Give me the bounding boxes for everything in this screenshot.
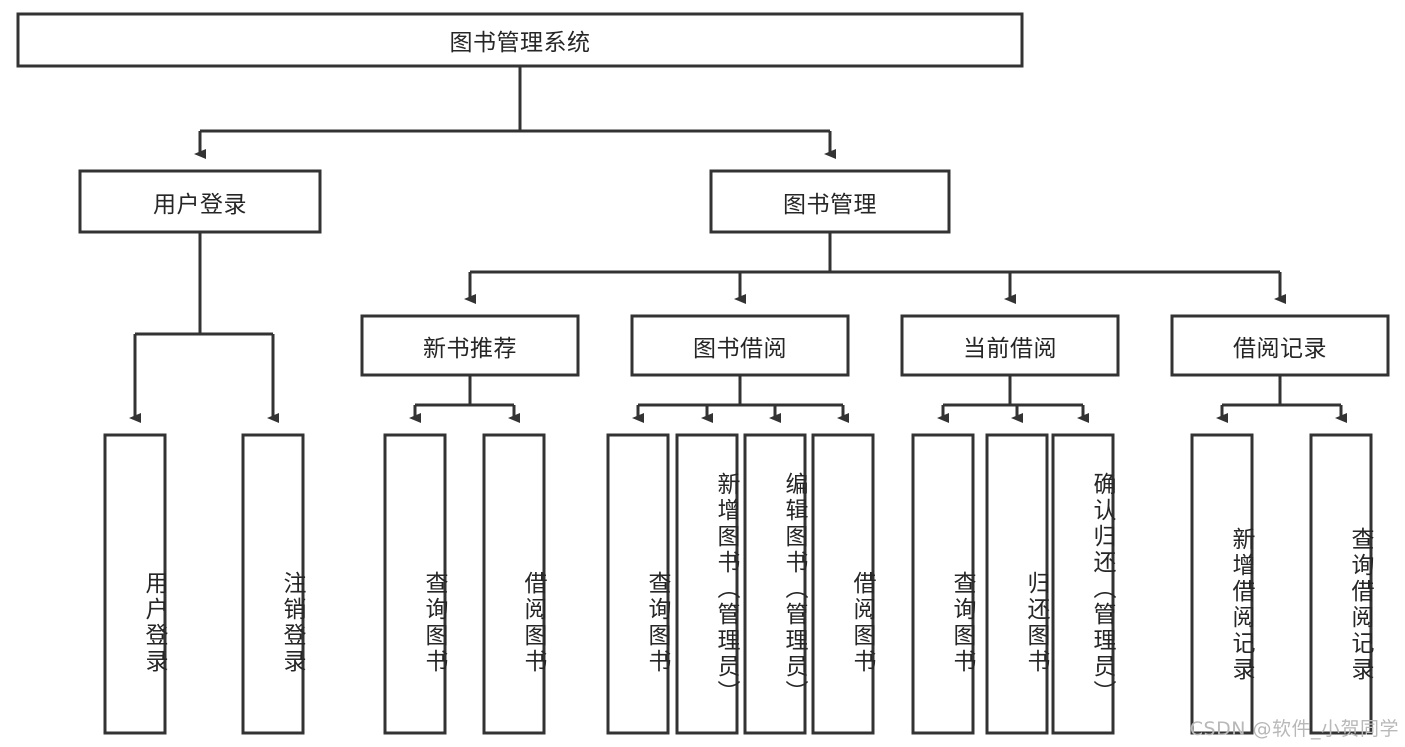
node-box-borrow-record[interactable] [1170, 314, 1390, 377]
node-box-leaf-add-borrow-record[interactable] [1190, 433, 1254, 735]
node-box-new-book-recommend[interactable] [360, 314, 580, 377]
node-box-leaf-query-book-current[interactable] [911, 433, 975, 735]
node-box-user-login[interactable] [78, 169, 322, 234]
node-box-leaf-borrow-book-recommend[interactable] [482, 433, 546, 735]
node-box-leaf-query-borrow-record[interactable] [1309, 433, 1373, 735]
node-box-leaf-borrow-book[interactable] [811, 433, 875, 735]
node-box-leaf-return-book[interactable] [985, 433, 1049, 735]
node-box-current-borrow[interactable] [900, 314, 1120, 377]
node-box-leaf-logout[interactable] [241, 433, 305, 735]
node-box-book-borrow[interactable] [630, 314, 850, 377]
node-box-leaf-user-login[interactable] [103, 433, 167, 735]
node-box-leaf-query-book-borrow[interactable] [606, 433, 670, 735]
node-box-root[interactable] [16, 12, 1024, 68]
node-box-leaf-add-book-admin[interactable] [675, 433, 739, 735]
node-box-leaf-confirm-return-admin[interactable] [1051, 433, 1115, 735]
node-box-leaf-edit-book-admin[interactable] [743, 433, 807, 735]
node-box-leaf-query-book-recommend[interactable] [383, 433, 447, 735]
csdn-watermark: CSDN @软件_小贺同学 [1189, 718, 1399, 740]
node-box-book-manage[interactable] [709, 169, 951, 234]
